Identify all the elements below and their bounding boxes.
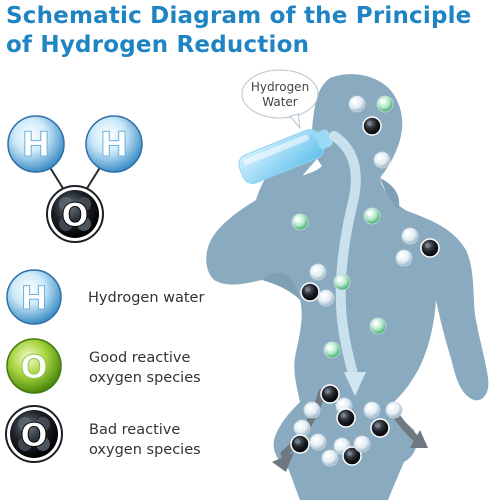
good-oxygen-particle (376, 95, 394, 113)
hydrogen-particle (309, 433, 327, 451)
legend-icon-good-oxygen: O (6, 338, 62, 394)
bad-oxygen-particle (362, 116, 382, 136)
atom-label: H (100, 125, 128, 165)
hydrogen-particle (395, 249, 413, 267)
legend-symbol: H (21, 279, 48, 317)
hydrogen-particle (303, 401, 321, 419)
hydrogen-particle (348, 95, 366, 113)
legend-label-line-1: Bad reactive (89, 422, 181, 438)
atom-label: O (61, 196, 88, 234)
bad-oxygen-particle (420, 238, 440, 258)
good-oxygen-particle (291, 213, 309, 231)
oxygen-atom: O (46, 185, 104, 243)
legend-symbol: O (20, 416, 47, 454)
legend-label-good-oxygen: Good reactive oxygen species (89, 348, 201, 388)
hydrogen-particle (293, 419, 311, 437)
page-title: Schematic Diagram of the Principle of Hy… (6, 2, 486, 60)
bad-oxygen-particle (320, 384, 340, 404)
hydrogen-particle (317, 289, 335, 307)
water-flow-arrow (329, 131, 366, 396)
good-oxygen-particle (333, 273, 351, 291)
hydrogen-particle (353, 435, 371, 453)
hydrogen-particle (309, 263, 327, 281)
body-particles (290, 95, 440, 467)
legend-label-line-1: Good reactive (89, 350, 191, 366)
speech-bubble-line-1: Hydrogen (251, 80, 309, 94)
bad-oxygen-particle (300, 282, 320, 302)
legend-icon-bad-oxygen: O (5, 405, 63, 463)
water-bottle (238, 129, 333, 184)
good-oxygen-particle (369, 317, 387, 335)
hydrogen-particle (373, 151, 391, 169)
bad-oxygen-particle (290, 434, 310, 454)
good-oxygen-particle (363, 207, 381, 225)
legend-label-line-1: Hydrogen water (88, 290, 205, 306)
legend-label-bad-oxygen: Bad reactive oxygen species (89, 420, 201, 460)
hydrogen-atom-right: H (85, 115, 143, 173)
hydrogen-particle (363, 401, 381, 419)
title-line-2: of Hydrogen Reduction (6, 32, 310, 58)
title-line-1: Schematic Diagram of the Principle (6, 3, 472, 29)
bad-oxygen-particle (370, 418, 390, 438)
bad-oxygen-particle (336, 408, 356, 428)
legend-label-hydrogen-water: Hydrogen water (88, 288, 204, 308)
legend-label-line-2: oxygen species (89, 442, 201, 458)
hydrogen-atom-left: H (7, 115, 65, 173)
water-molecule: H H O (7, 115, 143, 243)
speech-bubble-line-2: Water (262, 95, 298, 109)
atom-label: H (22, 125, 50, 165)
good-oxygen-particle (323, 341, 341, 359)
speech-bubble: Hydrogen Water (241, 69, 319, 130)
legend-icon-hydrogen: H (6, 269, 62, 325)
hydrogen-particle (321, 449, 339, 467)
bad-oxygen-particle (342, 446, 362, 466)
legend-symbol: O (20, 348, 47, 386)
hydrogen-particle (385, 401, 403, 419)
legend-label-line-2: oxygen species (89, 370, 201, 386)
hydrogen-particle (401, 227, 419, 245)
